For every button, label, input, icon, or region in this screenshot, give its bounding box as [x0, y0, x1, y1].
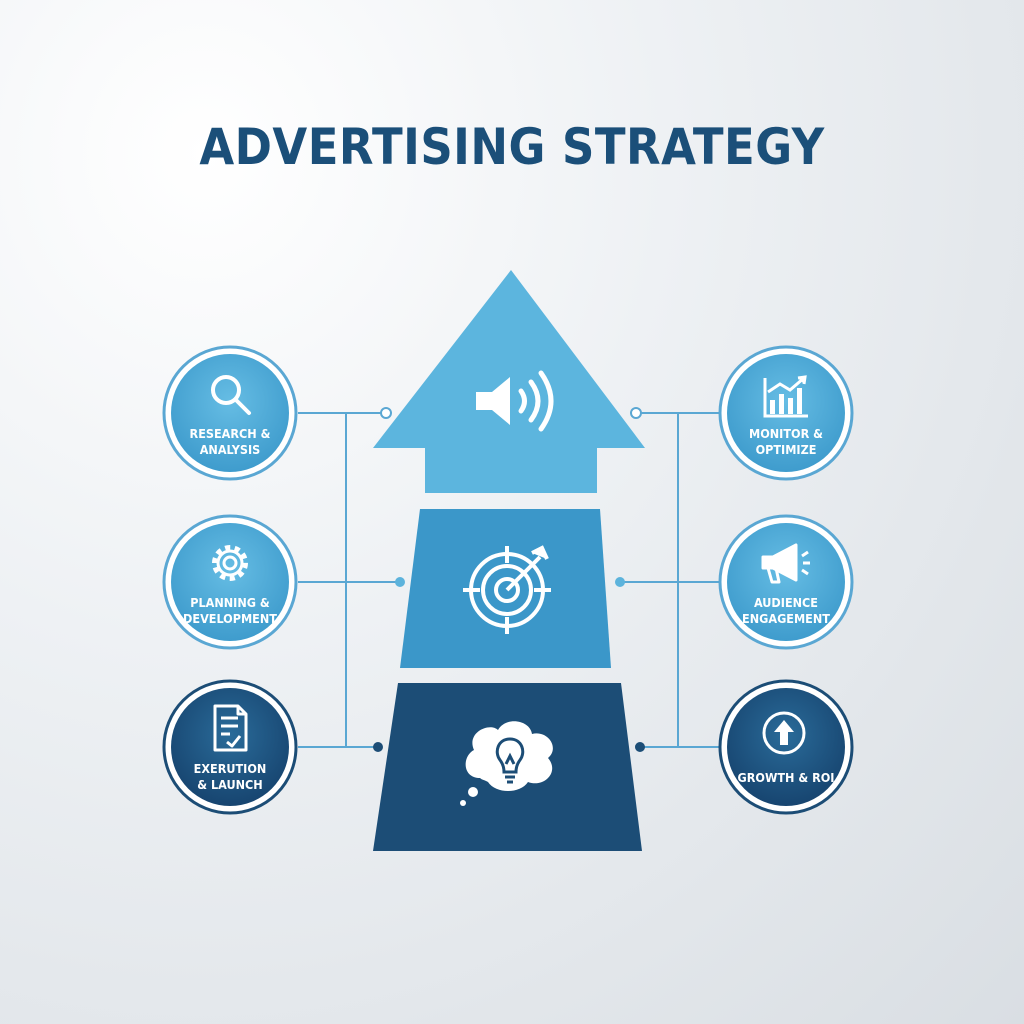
step-planning-development — [162, 514, 298, 650]
step-growth-roi — [718, 679, 854, 815]
left-connector-dot-2 — [395, 577, 405, 587]
left-connector-dot-1 — [380, 407, 392, 419]
right-connectors — [620, 412, 722, 748]
left-connectors — [298, 412, 400, 748]
arrow-middle-section — [400, 509, 611, 668]
document-check-icon — [213, 704, 248, 752]
step-label-monitor-optimize: MONITOR & OPTIMIZE — [749, 426, 823, 457]
step-audience-engagement — [718, 514, 854, 650]
megaphone-icon — [761, 543, 810, 584]
magnifier-icon — [211, 375, 251, 415]
up-arrow-circle-icon — [762, 711, 806, 755]
step-research-analysis — [162, 345, 298, 481]
lightbulb-thought-icon — [460, 721, 553, 806]
target-icon — [463, 545, 551, 634]
speaker-icon — [476, 370, 554, 432]
page-title: ADVERTISING STRATEGY — [199, 118, 825, 176]
right-connector-dot-1 — [630, 407, 642, 419]
step-execution-launch — [162, 679, 298, 815]
left-connector-dot-3 — [373, 742, 383, 752]
step-monitor-optimize — [718, 345, 854, 481]
right-connector-dot-3 — [635, 742, 645, 752]
right-connector-dot-2 — [615, 577, 625, 587]
bar-chart-icon — [763, 375, 808, 418]
step-label-planning-development: PLANNING & DEVELOPMENT — [183, 595, 277, 626]
gear-icon — [212, 545, 248, 581]
step-label-growth-roi: GROWTH & ROI — [737, 770, 835, 785]
step-label-audience-engagement: AUDIENCE ENGAGEMENT — [742, 595, 830, 626]
step-label-execution-launch: EXERUTION & LAUNCH — [193, 761, 267, 792]
step-label-research-analysis: RESEARCH & ANALYSIS — [189, 426, 271, 457]
